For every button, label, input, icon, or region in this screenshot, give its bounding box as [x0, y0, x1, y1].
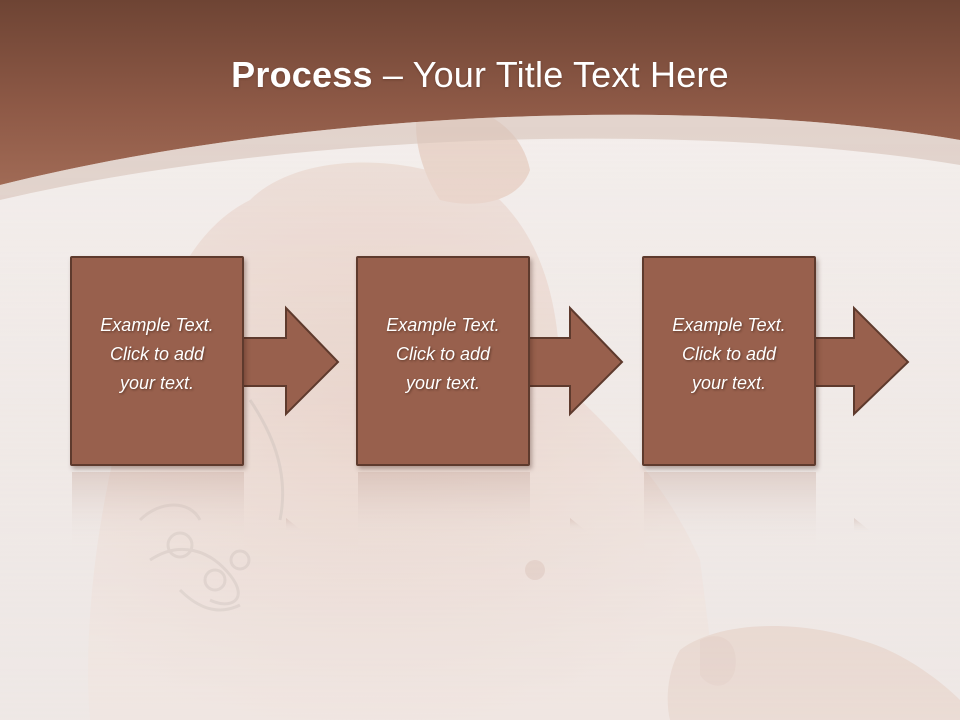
process-step-2[interactable]: Example Text. Click to add your text. — [356, 256, 626, 468]
right-arrow-icon — [241, 305, 340, 417]
step-text-line: your text. — [119, 373, 195, 393]
step-box[interactable] — [356, 256, 530, 466]
step-text-line: your text. — [405, 373, 481, 393]
title-strong: Process — [231, 54, 373, 95]
slide-title[interactable]: Process – Your Title Text Here — [0, 50, 960, 100]
step-text-line: Example Text. — [100, 315, 214, 335]
step-text-line: Example Text. — [672, 315, 786, 335]
title-separator: – — [372, 54, 413, 95]
step-text-line: Click to add — [681, 344, 777, 364]
step-text-line: Example Text. — [386, 315, 500, 335]
right-arrow-icon — [813, 305, 910, 417]
step-box[interactable] — [70, 256, 244, 466]
title-rest: Your Title Text Here — [412, 54, 729, 95]
step-reflection — [644, 472, 874, 552]
process-step-1[interactable]: Example Text. Click to add your text. — [70, 256, 340, 468]
right-arrow-icon — [527, 305, 624, 417]
step-reflection — [358, 472, 590, 552]
step-reflection — [72, 472, 306, 552]
step-text[interactable]: Example Text. Click to add your text. — [76, 311, 238, 398]
step-box[interactable] — [642, 256, 816, 466]
process-step-3[interactable]: Example Text. Click to add your text. — [642, 256, 912, 468]
step-text-line: Click to add — [395, 344, 491, 364]
step-text[interactable]: Example Text. Click to add your text. — [648, 311, 810, 398]
step-text-line: your text. — [691, 373, 767, 393]
step-text[interactable]: Example Text. Click to add your text. — [362, 311, 524, 398]
step-text-line: Click to add — [109, 344, 205, 364]
